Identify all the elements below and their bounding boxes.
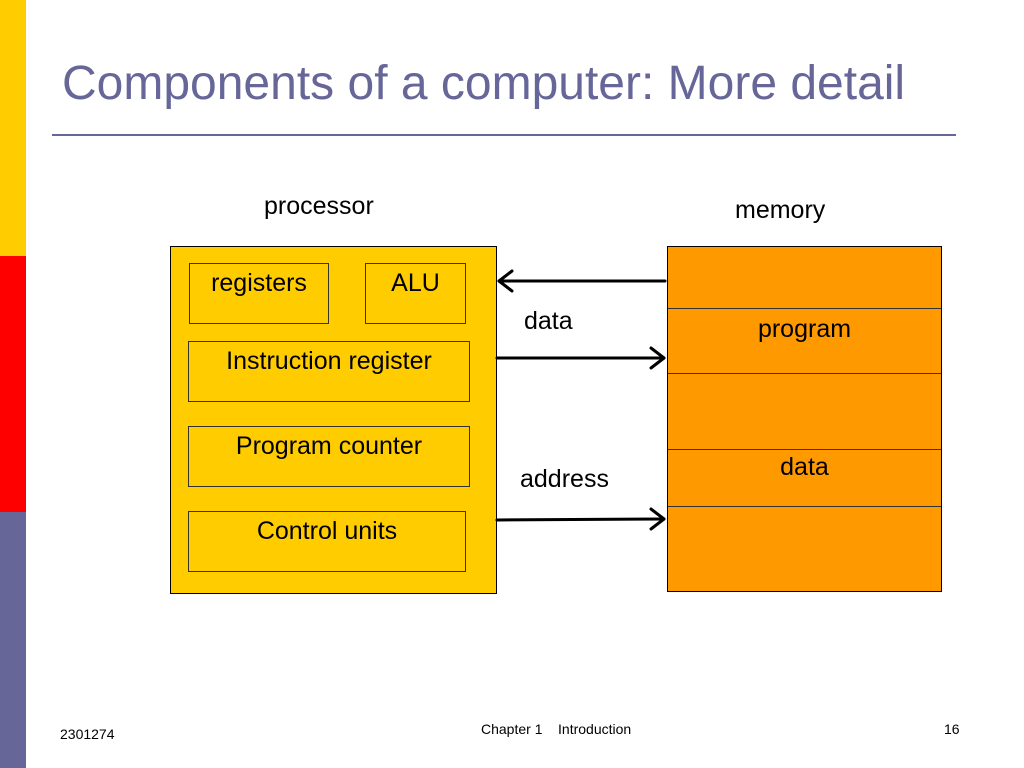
arrow-memory-to-processor <box>497 269 667 293</box>
processor-label: processor <box>264 192 374 220</box>
side-strip-red <box>0 256 26 512</box>
footer-chapter: Chapter 1 Introduction <box>481 721 632 737</box>
footer-page-number: 16 <box>944 721 960 737</box>
arrow-address-to-memory <box>495 507 666 531</box>
memory-divider <box>668 308 941 309</box>
program-counter-box: Program counter <box>188 426 470 487</box>
memory-divider <box>668 373 941 374</box>
alu-box: ALU <box>365 263 466 324</box>
memory-divider <box>668 506 941 507</box>
slide-title: Components of a computer: More detail <box>62 57 906 110</box>
memory-label: memory <box>735 196 826 224</box>
instruction-register-box: Instruction register <box>188 341 470 402</box>
address-bus-label: address <box>520 465 609 493</box>
control-units-box: Control units <box>188 511 466 572</box>
memory-data-label: data <box>780 453 829 481</box>
data-bus-label: data <box>524 307 573 335</box>
registers-box: registers <box>189 263 329 324</box>
memory-divider <box>668 449 941 450</box>
side-strip-yellow <box>0 0 26 256</box>
footer-course-code: 2301274 <box>60 726 115 742</box>
arrow-processor-to-memory-data <box>495 346 666 370</box>
side-strip-blue <box>0 512 26 768</box>
processor-block: registers ALU Instruction register Progr… <box>170 246 497 594</box>
memory-program-label: program <box>757 315 852 343</box>
title-divider <box>52 134 956 136</box>
memory-block: program data <box>667 246 942 592</box>
